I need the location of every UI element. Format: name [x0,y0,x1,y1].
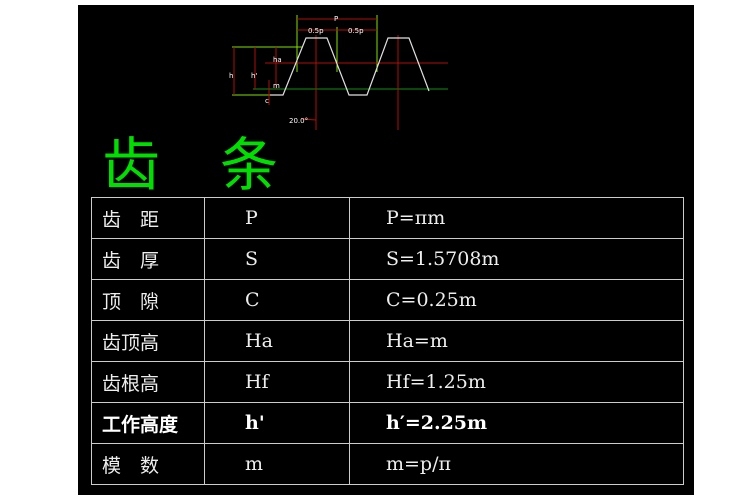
h-label: h [229,72,233,80]
pitch-label: P [334,15,338,23]
param-symbol: Ha [204,320,350,362]
ha-label: ha [273,56,282,64]
param-formula: Ha=m [349,320,684,362]
param-symbol: S [204,238,350,280]
title-char-1: 齿 [102,131,161,199]
param-symbol: C [204,279,350,321]
param-name: 齿 厚 [91,238,205,280]
param-symbol: P [204,197,350,239]
half-pitch-left-label: 0.5p [308,27,324,35]
param-name: 齿根高 [91,361,205,403]
param-formula: P=πm [349,197,684,239]
param-formula: S=1.5708m [349,238,684,280]
h-prime-label: h' [251,72,257,80]
param-name: 齿 距 [91,197,205,239]
dimension-labels: P 0.5p 0.5p h h' ha m c 20.0° [229,15,364,125]
half-pitch-right-label: 0.5p [348,27,364,35]
param-formula: C=0.25m [349,279,684,321]
param-formula: m=p/π [349,443,684,485]
m-label: m [273,82,280,90]
tooth-profile [270,37,430,96]
param-symbol: m [204,443,350,485]
param-symbol: h' [204,402,350,444]
reference-lines [232,15,448,96]
pressure-angle-label: 20.0° [289,117,308,125]
param-name: 顶 隙 [91,279,205,321]
param-name: 工作高度 [91,402,205,444]
param-name: 齿顶高 [91,320,205,362]
c-label: c [265,97,269,105]
param-formula: Hf=1.25m [349,361,684,403]
param-name: 模 数 [91,443,205,485]
param-symbol: Hf [204,361,350,403]
title-char-2: 条 [220,131,279,199]
rack-tooth-diagram: P 0.5p 0.5p h h' ha m c 20.0° [229,15,448,130]
param-formula: h′=2.25m [349,402,684,444]
